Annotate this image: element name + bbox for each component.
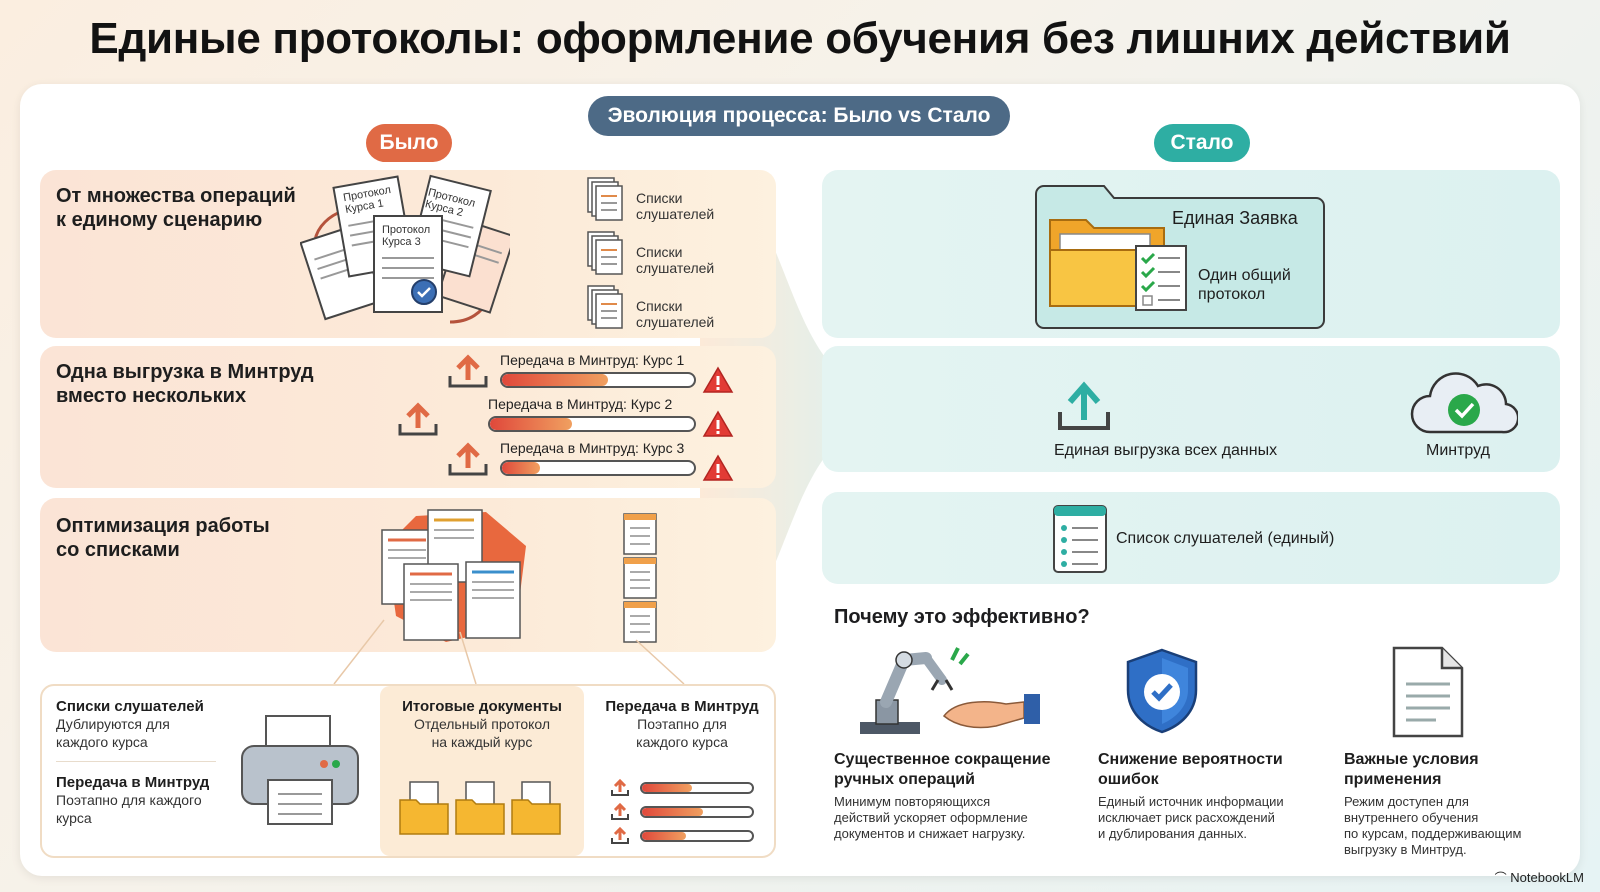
page-title: Единые протоколы: оформление обучения бе…: [89, 14, 1511, 63]
document-pile-illustration: [381, 509, 526, 642]
folder-icon: [455, 781, 505, 835]
progress-bar: [500, 460, 696, 476]
list-doc-icon: [587, 285, 623, 329]
single-list-icon: [1053, 505, 1107, 573]
checklist-protocol-icon: [1135, 245, 1187, 311]
upload-icon: [398, 402, 438, 436]
progress-bar: [640, 830, 754, 842]
application-title: Единая Заявка: [1172, 208, 1298, 228]
connector-lines: [333, 619, 685, 685]
list-item: [610, 778, 760, 798]
folder-icon: [399, 781, 449, 835]
shield-check-icon: [1126, 648, 1198, 734]
before-pill: Было: [366, 124, 452, 162]
transfer-item-1: Передача в Минтруд: Курс 1: [500, 352, 740, 388]
after-pill: Стало: [1154, 124, 1250, 162]
brand-watermark: ⌒ NotebookLM: [1494, 870, 1584, 885]
progress-bar-fill: [502, 462, 541, 474]
cloud-check-icon: [1410, 372, 1518, 434]
list-item: [610, 802, 760, 822]
progress-bar: [488, 416, 696, 432]
list-doc-icon: [587, 177, 623, 221]
progress-bar-fill: [490, 418, 572, 430]
upload-icon: [1058, 381, 1110, 430]
warning-icon: [702, 366, 734, 393]
single-upload-label: Единая выгрузка всех данных: [1054, 442, 1278, 459]
progress-bar-fill: [642, 832, 686, 840]
warning-icon: [702, 410, 734, 437]
upload-icon: [448, 442, 488, 476]
progress-bar-fill: [642, 784, 692, 792]
before-row1-heading: От множества операций к единому сценарию: [56, 185, 296, 231]
upload-icon: [611, 826, 629, 844]
progress-bar: [640, 782, 754, 794]
warning-icon: [702, 454, 734, 481]
before-row3-heading: Оптимизация работы со списками: [56, 515, 270, 561]
upload-icon: [611, 778, 629, 796]
document-icon: [1392, 646, 1464, 738]
printer-icon: [241, 715, 359, 825]
transfer-item-2: Передача в Минтруд: Курс 2: [488, 396, 728, 432]
after-row-list: [822, 492, 1560, 584]
stacked-lists-icon: [623, 513, 657, 643]
transfer-item-3: Передача в Минтруд: Курс 3: [500, 440, 740, 476]
progress-bar: [640, 806, 754, 818]
upload-icon: [611, 802, 629, 820]
summary-transfer-bars: [610, 778, 760, 848]
robot-arm-icon: [860, 647, 1040, 734]
evolution-pill: Эволюция процесса: Было vs Стало: [588, 96, 1010, 136]
before-row2-heading: Одна выгрузка в Минтруд вместо нескольки…: [56, 361, 314, 407]
protocol-documents-illustration: [300, 174, 510, 324]
folder-icons-row: [398, 780, 568, 840]
progress-bar-fill: [502, 374, 608, 386]
progress-bar: [500, 372, 696, 388]
folder-icon: [511, 781, 561, 835]
notebooklm-logo-icon: ⌒: [1494, 871, 1507, 885]
list-doc-icon: [587, 231, 623, 275]
upload-icon: [448, 354, 488, 388]
mintrud-label: Минтруд: [1426, 442, 1490, 459]
single-list-label: Список слушателей (единый): [1116, 530, 1335, 547]
progress-bar-fill: [642, 808, 703, 816]
why-title: Почему это эффективно?: [834, 606, 1090, 628]
list-item: [610, 826, 760, 846]
